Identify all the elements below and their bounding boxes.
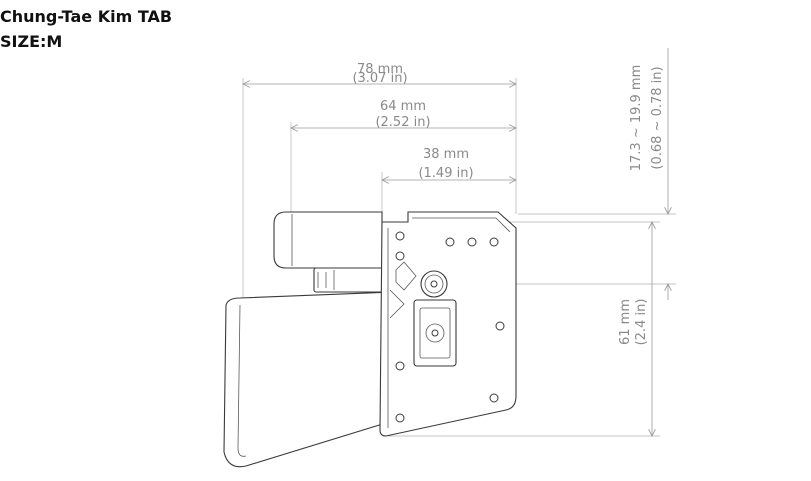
title-block: Chung-Tae Kim TAB SIZE:M [0, 4, 172, 54]
size-label: SIZE:M [0, 32, 63, 51]
dim-height-plate-mm: 61 mm [618, 299, 633, 345]
screw-hole [395, 413, 405, 423]
screw-hole [489, 393, 499, 403]
screw-hole [489, 237, 499, 247]
screw-hole [395, 361, 405, 371]
screw-hole [395, 251, 405, 261]
dim-height-offset-in: (0.68 ~ 0.78 in) [650, 66, 665, 169]
dim-width-total-in: (3.07 in) [352, 71, 407, 86]
dim-height-offset-mm: 17.3 ~ 19.9 mm [629, 65, 644, 172]
tab-part [223, 211, 517, 468]
adjust-screw [431, 329, 439, 337]
dim-height-plate-in: (2.4 in) [634, 299, 649, 346]
finger-pad [223, 291, 403, 468]
screw-hole [445, 237, 455, 247]
dim-width-mid-in: (2.52 in) [375, 115, 430, 130]
screw-hole [495, 321, 505, 331]
screw-hole [395, 231, 405, 241]
thumb-rest [273, 211, 383, 269]
dim-width-plate-mm: 38 mm [423, 147, 469, 162]
dim-width-total-mm: 78 mm [357, 62, 403, 77]
dimension-width-plate: 38 mm (1.49 in) [382, 147, 516, 181]
dimension-height-plate: 61 mm (2.4 in) [618, 222, 652, 436]
pivot-center [430, 280, 438, 288]
dim-width-mid-mm: 64 mm [380, 99, 426, 114]
dimension-height-offset: 17.3 ~ 19.9 mm (0.68 ~ 0.78 in) [629, 48, 668, 300]
dimension-width-total: 78 mm (3.07 in) [243, 62, 516, 86]
dimension-width-mid: 64 mm (2.52 in) [291, 99, 516, 130]
product-title: Chung-Tae Kim TAB [0, 7, 173, 26]
dim-width-plate-in: (1.49 in) [418, 166, 473, 181]
screw-hole [467, 237, 477, 247]
